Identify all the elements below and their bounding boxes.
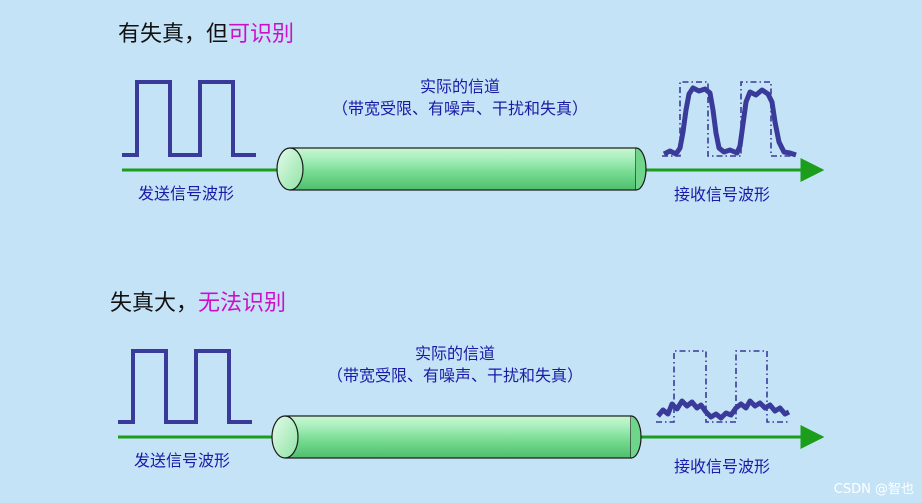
- section1-recv-label: 接收信号波形: [674, 185, 771, 204]
- section1-channel-label: 实际的信道 （带宽受限、有噪声、干扰和失真）: [310, 76, 610, 120]
- section2-channel-line2: （带宽受限、有噪声、干扰和失真）: [326, 366, 583, 385]
- section1-recv-wave: [662, 85, 797, 158]
- section1-channel-cylinder: [276, 147, 647, 191]
- section1-diagram: [122, 80, 825, 191]
- section2-channel-cylinder: [271, 415, 642, 459]
- section2-heading: 失真大，无法识别: [110, 285, 286, 317]
- section2-recv-label: 接收信号波形: [674, 457, 771, 476]
- section2-send-wave: [118, 349, 252, 424]
- watermark: CSDN @智也: [833, 482, 914, 497]
- section1-send-label: 发送信号波形: [138, 184, 235, 203]
- section1-channel-line1: 实际的信道: [419, 77, 500, 96]
- section2-recv-wave: [656, 398, 791, 421]
- section2-send-label: 发送信号波形: [134, 451, 231, 470]
- section2-heading-prefix: 失真大，: [110, 291, 199, 316]
- section1-heading: 有失真，但可识别: [118, 16, 294, 48]
- section2-channel-line1: 实际的信道: [414, 344, 495, 363]
- section2-channel-label: 实际的信道 （带宽受限、有噪声、干扰和失真）: [305, 343, 605, 387]
- section2-heading-highlight: 无法识别: [198, 291, 287, 316]
- section2-diagram: [118, 349, 825, 459]
- section2-recv-reference: [656, 350, 790, 423]
- section1-heading-prefix: 有失真，但: [118, 22, 229, 47]
- section1-heading-highlight: 可识别: [228, 22, 295, 47]
- section1-send-wave: [122, 80, 256, 157]
- section1-recv-reference: [662, 81, 798, 157]
- section1-channel-line2: （带宽受限、有噪声、干扰和失真）: [331, 99, 588, 118]
